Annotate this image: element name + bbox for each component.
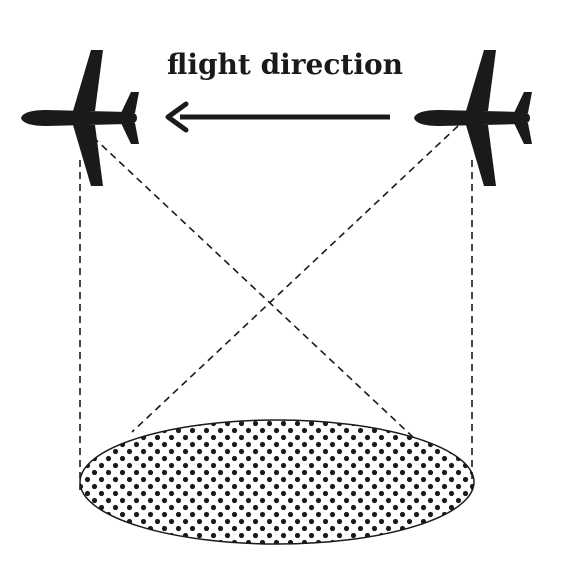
ground-footprint-ellipse (79, 419, 475, 545)
right-diagonal-sight-line (131, 125, 459, 433)
right-aircraft-icon (414, 50, 532, 186)
flight-direction-arrow (165, 101, 390, 133)
flight-direction-label: flight direction (167, 48, 403, 81)
left-diagonal-sight-line (92, 136, 415, 439)
